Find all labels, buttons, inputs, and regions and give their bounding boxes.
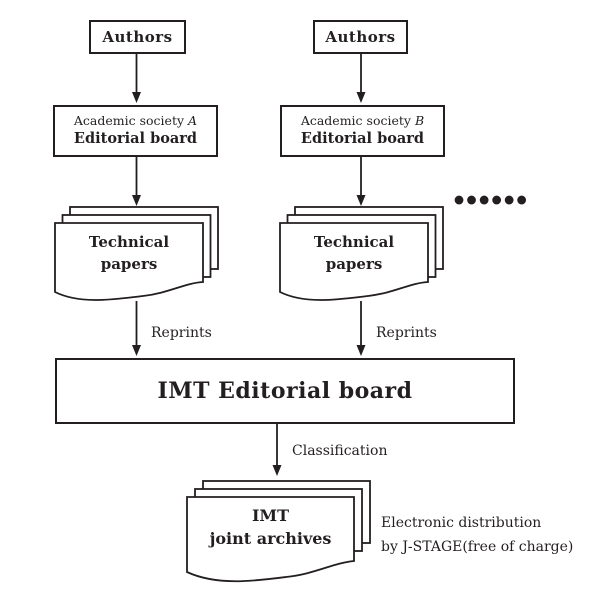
authors-label-b: Authors	[325, 28, 396, 46]
reprints-label-b: Reprints	[376, 325, 437, 341]
authors-box-a: Authors	[89, 20, 186, 54]
flow-arrows	[132, 53, 366, 476]
imt-board-label: IMT Editorial board	[157, 378, 413, 404]
editorial-board-label-a: Editorial board	[73, 129, 198, 147]
classification-label: Classification	[292, 443, 388, 459]
society-prefix-a: Academic society	[73, 113, 185, 129]
reprints-label-a: Reprints	[151, 325, 212, 341]
papers-stack-b-icon	[279, 206, 444, 301]
authors-box-b: Authors	[313, 20, 408, 54]
editorial-board-label-b: Editorial board	[300, 129, 425, 147]
ellipsis-dots-icon: ●●●●●●	[454, 192, 530, 206]
authors-label-a: Authors	[102, 28, 173, 46]
imt-editorial-board-box: IMT Editorial board	[55, 358, 515, 424]
society-prefix-b: Academic society	[300, 113, 411, 129]
society-letter-b: B	[414, 113, 425, 129]
distribution-line1: Electronic distribution	[381, 515, 542, 531]
archives-stack-icon	[186, 480, 371, 583]
distribution-note: Electronic distribution by J-STAGE(free …	[381, 511, 573, 559]
papers-stack-a-icon	[54, 206, 219, 301]
distribution-line2: by J-STAGE(free of charge)	[381, 539, 574, 555]
society-letter-a: A	[188, 113, 198, 129]
